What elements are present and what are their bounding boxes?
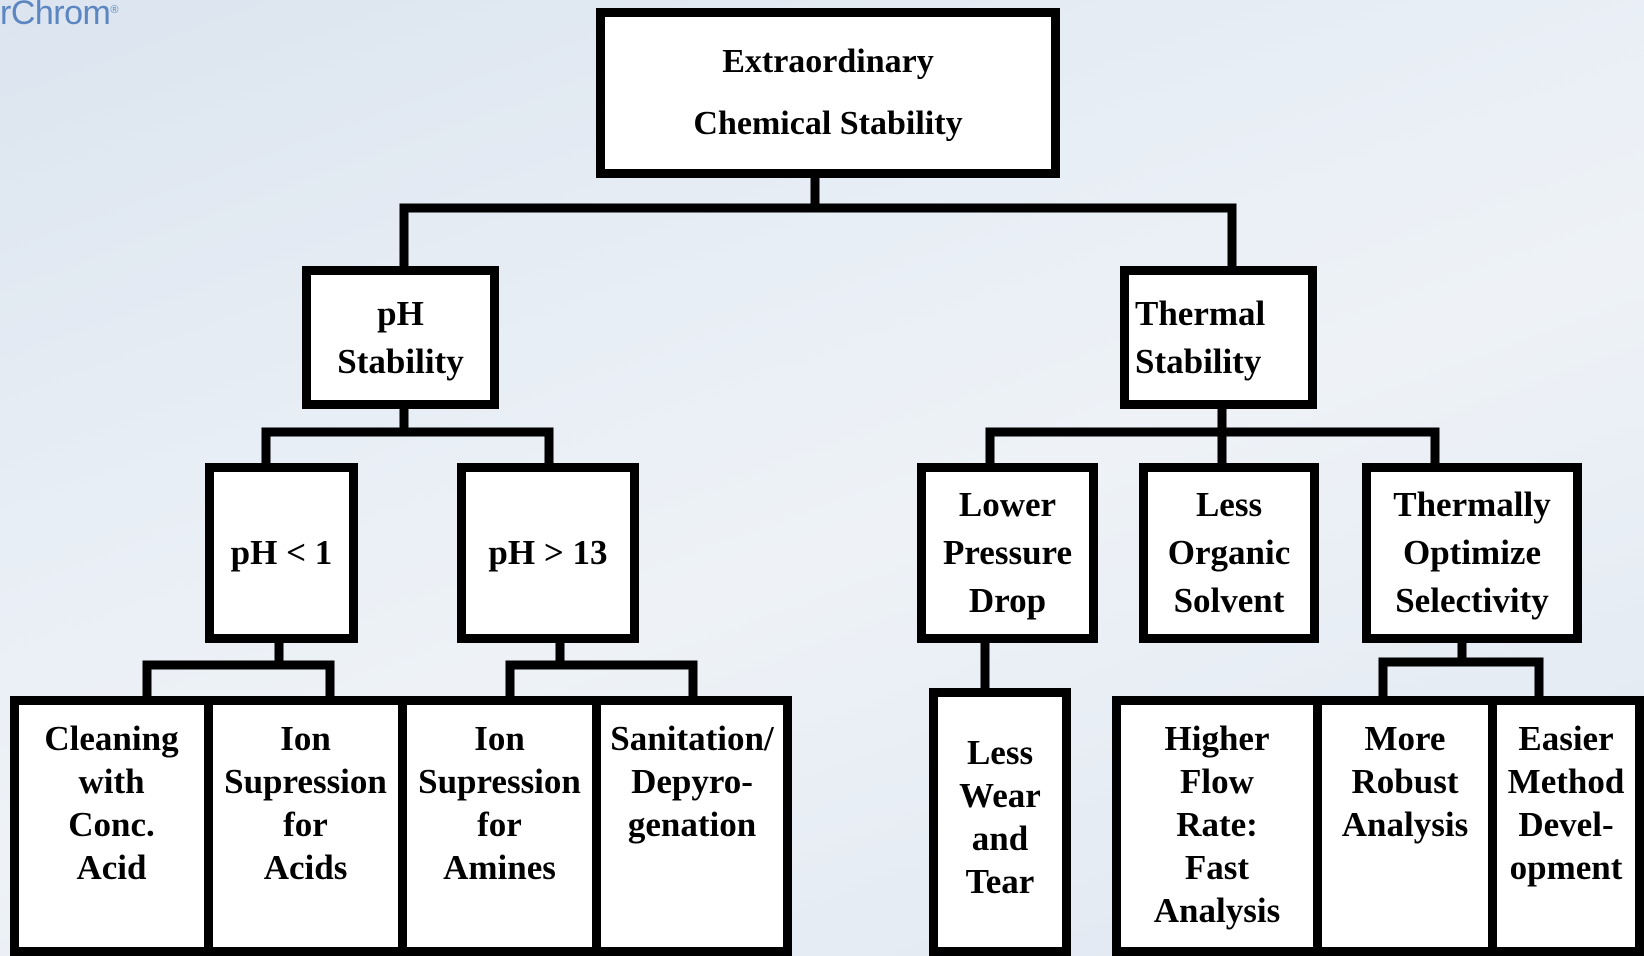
leaf-less-wear-and-tear-line-1: Less [966,733,1034,772]
node-lower-pressure-drop-line-1: Lower [958,485,1057,524]
node-less-organic-solvent-line-1: Less [1195,485,1263,524]
node-thermal-stability: Thermal Stability [1120,266,1317,409]
node-lower-pressure-drop-line-2: Pressure [943,533,1072,572]
brand-logo: rChrom® [0,0,118,32]
leaf-sanitation-depyrogenation-line-2: Depyro- [631,762,753,801]
node-ph-gt-13: pH > 13 [457,463,639,643]
leaf-easier-method-development-line-1: Easier [1518,719,1614,758]
node-less-organic-solvent: Less Organic Solvent [1139,463,1319,643]
node-lower-pressure-drop-line-3: Drop [968,581,1047,620]
leaf-higher-flow-rate: Higher Flow Rate: Fast Analysis [1112,696,1322,956]
leaf-cleaning-conc-acid-line-1: Cleaning [44,719,179,758]
leaf-more-robust-analysis-line-3: Analysis [1341,805,1469,844]
leaf-ion-supression-acids-line-1: Ion [280,719,331,758]
leaf-ion-supression-acids-line-3: for [283,805,328,844]
leaf-higher-flow-rate-line-1: Higher [1164,719,1270,758]
leaf-sanitation-depyrogenation-line-3: genation [627,805,757,844]
node-thermal-stability-line-2: Stability [1135,341,1262,381]
node-root: Extraordinary Chemical Stability [596,8,1060,178]
node-thermally-optimize-selectivity-line-3: Selectivity [1395,581,1549,620]
leaf-ion-supression-amines-line-1: Ion [474,719,525,758]
node-ph-stability-line-2: Stability [337,341,464,381]
leaf-cleaning-conc-acid-line-3: Conc. [68,805,155,844]
node-root-line-2: Chemical Stability [693,105,963,142]
leaf-cleaning-conc-acid-line-2: with [78,762,145,801]
leaf-easier-method-development-line-2: Method [1507,762,1625,801]
leaf-more-robust-analysis: More Robust Analysis [1313,696,1497,956]
leaf-more-robust-analysis-line-1: More [1364,719,1446,758]
node-root-line-1: Extraordinary [722,43,934,80]
node-less-organic-solvent-line-3: Solvent [1173,581,1285,620]
leaf-cleaning-conc-acid: Cleaning with Conc. Acid [10,696,213,956]
leaf-sanitation-depyrogenation-line-1: Sanitation/ [610,719,774,758]
leaf-ion-supression-amines-line-2: Supression [418,762,581,801]
node-ph-gt-13-line-1: pH > 13 [488,533,608,572]
node-ph-stability-line-1: pH [377,293,424,333]
node-ph-stability: pH Stability [302,266,499,409]
node-thermally-optimize-selectivity-line-1: Thermally [1393,485,1551,524]
leaf-ion-supression-amines: Ion Supression for Amines [398,696,601,956]
leaf-less-wear-and-tear-line-4: Tear [965,862,1035,901]
leaf-less-wear-and-tear-line-3: and [971,819,1029,858]
leaf-easier-method-development-line-4: opment [1509,848,1623,887]
leaf-more-robust-analysis-line-2: Robust [1351,762,1459,801]
leaf-ion-supression-acids-line-2: Supression [224,762,387,801]
leaf-ion-supression-acids: Ion Supression for Acids [204,696,407,956]
node-less-organic-solvent-line-2: Organic [1167,533,1291,572]
node-ph-lt-1: pH < 1 [205,463,358,643]
leaf-ion-supression-amines-line-4: Amines [443,848,556,887]
leaf-cleaning-conc-acid-line-4: Acid [76,848,147,887]
node-ph-lt-1-line-1: pH < 1 [230,533,333,572]
leaf-less-wear-and-tear-line-2: Wear [959,776,1041,815]
leaf-sanitation-depyrogenation: Sanitation/ Depyro- genation [592,696,792,956]
leaf-less-wear-and-tear: Less Wear and Tear [929,688,1071,956]
leaf-higher-flow-rate-line-4: Fast [1184,848,1250,887]
leaf-ion-supression-acids-line-4: Acids [263,848,348,887]
leaf-higher-flow-rate-line-2: Flow [1180,762,1254,801]
node-lower-pressure-drop: Lower Pressure Drop [917,463,1098,643]
leaf-easier-method-development-line-3: Devel- [1518,805,1614,844]
leaf-ion-supression-amines-line-3: for [477,805,522,844]
node-thermally-optimize-selectivity-line-2: Optimize [1402,533,1542,572]
leaf-higher-flow-rate-line-5: Analysis [1153,891,1281,930]
node-thermal-stability-line-1: Thermal [1135,293,1266,333]
leaf-easier-method-development: Easier Method Devel- opment [1488,696,1644,956]
leaf-higher-flow-rate-line-3: Rate: [1176,805,1258,844]
node-thermally-optimize-selectivity: Thermally Optimize Selectivity [1362,463,1582,643]
